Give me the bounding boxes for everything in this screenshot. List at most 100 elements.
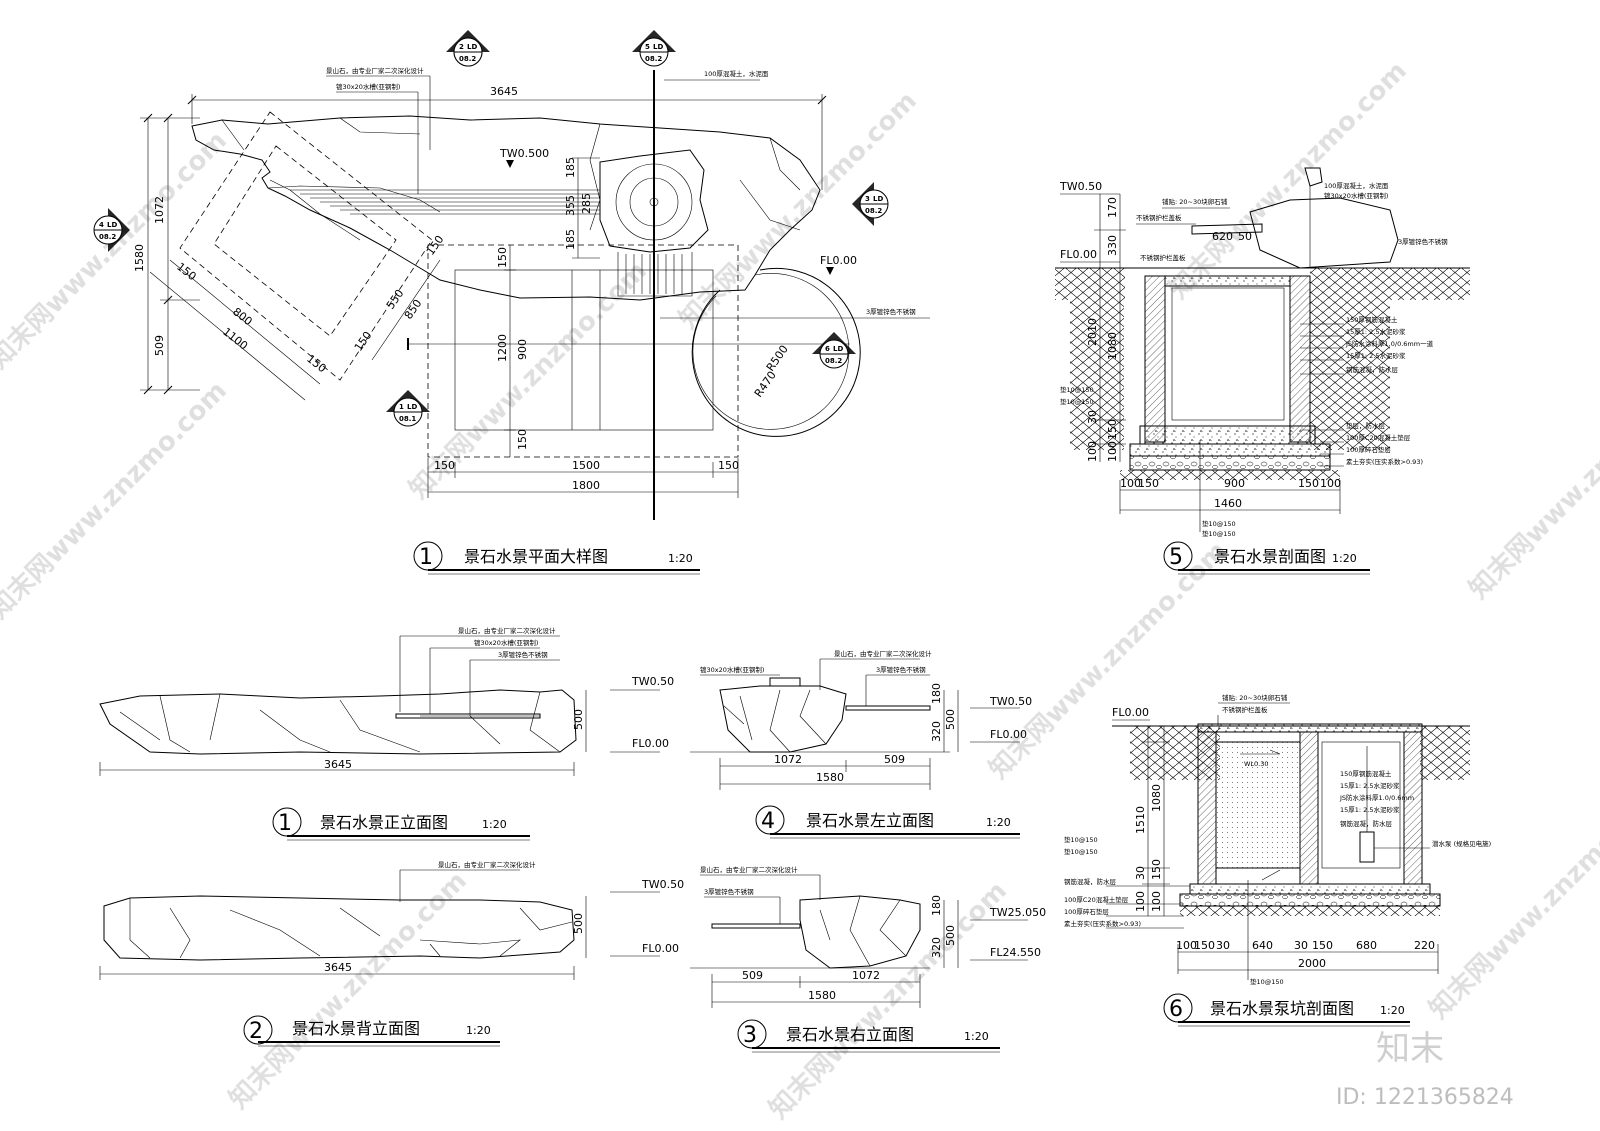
note-plan-plate: 3厚镀锌色不锈钢 — [866, 307, 916, 316]
title-number: 2 — [249, 1019, 263, 1044]
front-title-block: 1 景石水景正立面图 1:20 — [272, 807, 530, 841]
note-front-n2: 镀30x20水槽(亚钢制) — [474, 638, 538, 647]
section-6-view: WL0.30 FL0.00 1510 1080 30 150 100 100 1… — [1064, 693, 1491, 1027]
back-elevation: 3645 500 TW0.50 FL0.00 景山石，由专业厂家二次深化设计 2… — [99, 860, 684, 1047]
title-scale: 1:20 — [668, 552, 693, 565]
note-s6-n14: 素土夯实(压实系数>0.93) — [1064, 919, 1141, 928]
title-text: 景石水景剖面图 — [1214, 547, 1326, 566]
plan-view: 3645 1580 1072 509 800 1100 150 150 550 … — [93, 30, 930, 575]
dim-s6-h-total: 1510 — [1134, 806, 1147, 834]
dim-left-h-total: 500 — [944, 709, 957, 730]
level-right-top: TW25.050 — [989, 906, 1046, 919]
dim-left-w-a: 1072 — [774, 753, 802, 766]
title-text: 景石水景左立面图 — [806, 811, 934, 830]
title-number: 1 — [419, 545, 433, 570]
dim-left-w-b: 509 — [884, 753, 905, 766]
title-text: 景石水景泵坑剖面图 — [1210, 999, 1354, 1018]
dim-back-height: 500 — [572, 913, 585, 934]
dim-s6-w-1: 100 — [1176, 939, 1197, 952]
right-title-block: 3 景石水景右立面图 1:20 — [737, 1019, 1000, 1053]
dim-right-h-total: 500 — [944, 925, 957, 946]
title-number: 1 — [278, 811, 292, 836]
dim-pad-w-total: 1800 — [572, 479, 600, 492]
svg-text:6: 6 — [825, 345, 830, 353]
note-s6-n8: 潜水泵 (规格见电施) — [1432, 839, 1491, 848]
svg-text:1: 1 — [399, 403, 404, 411]
title-scale: 1:20 — [466, 1024, 491, 1037]
note-s5-n9: 15厚1: 2.5水泥砂浆 — [1346, 351, 1406, 360]
note-s5-n3: 3厚镀锌色不锈钢 — [1398, 237, 1448, 246]
back-title-block: 2 景石水景背立面图 1:20 — [243, 1015, 500, 1047]
note-plan-stone: 景山石，由专业厂家二次深化设计 — [326, 66, 424, 75]
dim-slab-w-inner: 550 — [384, 287, 407, 312]
level-front-floor: FL0.00 — [632, 737, 669, 750]
steel-plate-plan — [617, 252, 693, 297]
note-s5-n14: 素土夯实(压实系数>0.93) — [1346, 457, 1423, 466]
dim-s5-w-a: 620 — [1212, 230, 1233, 243]
svg-text:LD: LD — [107, 221, 117, 229]
title-number: 6 — [1169, 997, 1183, 1022]
water-channel-plan — [290, 189, 600, 215]
note-s5-n4: 铺贴: 20~30块卵石铺 — [1162, 197, 1228, 206]
dim-s5-h-total: 2010 — [1086, 318, 1099, 346]
note-s6-n13: 100厚碎石垫层 — [1064, 907, 1109, 916]
dim-s5-w-b: 50 — [1238, 230, 1252, 243]
dim-s5-h-a: 170 — [1106, 197, 1119, 218]
svg-text:LD: LD — [833, 345, 843, 353]
note-s5-n1: 100厚混凝土，水泥面 — [1324, 181, 1389, 190]
title-number: 3 — [743, 1023, 757, 1048]
title-scale: 1:20 — [986, 816, 1011, 829]
title-text: 景石水景正立面图 — [320, 813, 448, 832]
note-left-n3: 3厚镀锌色不锈钢 — [876, 665, 926, 674]
note-front-n3: 3厚镀锌色不锈钢 — [498, 650, 548, 659]
note-s5-n18: 垫10@150 — [1202, 529, 1236, 538]
svg-text:LD: LD — [653, 43, 663, 51]
dim-s6-w-8: 220 — [1414, 939, 1435, 952]
dim-left-w-total: 1580 — [816, 771, 844, 784]
plan-title-block: 1 景石水景平面大样图 1:20 — [413, 541, 700, 575]
note-left-n2: 景山石，由专业厂家二次深化设计 — [834, 649, 932, 658]
note-right-n2: 3厚镀锌色不锈钢 — [704, 887, 754, 896]
dim-pad-h-b: 150 — [516, 429, 529, 450]
dim-left-h-a: 180 — [930, 683, 943, 704]
watermark-text: 知末网www.znzmo.com — [764, 876, 1013, 1125]
svg-text:08.1: 08.1 — [399, 415, 416, 423]
note-s5-n7: 15厚1: 2.5水泥砂浆 — [1346, 327, 1406, 336]
svg-text:4: 4 — [99, 221, 104, 229]
note-s6-n10: 垫10@150 — [1064, 847, 1098, 856]
watermark-logo: 知末 — [1376, 1029, 1444, 1069]
dim-plan-left-upper: 1072 — [153, 196, 166, 224]
watermark-text: 知末网www.znzmo.com — [1424, 776, 1600, 1025]
title-text: 景石水景右立面图 — [786, 1025, 914, 1044]
watermark-text: 知末网www.znzmo.com — [0, 376, 233, 625]
title-text: 景石水景平面大样图 — [464, 547, 608, 566]
note-s5-n16: 垫10@150 — [1060, 397, 1094, 406]
dim-left-h-b: 320 — [930, 721, 943, 742]
dim-s6-h-a: 30 — [1134, 866, 1147, 880]
dim-pad-h-a: 150 — [496, 247, 509, 268]
title-scale: 1:20 — [1332, 552, 1357, 565]
svg-text:08.2: 08.2 — [825, 357, 842, 365]
note-s6-n7: 钢筋混凝，防水层 — [1340, 819, 1393, 828]
dim-front-height: 500 — [572, 709, 585, 730]
svg-text:LD: LD — [873, 195, 883, 203]
rock-outline-right — [799, 895, 921, 969]
note-right-n1: 景山石，由专业厂家二次深化设计 — [700, 865, 798, 874]
note-s5-n12: 100厚C20混凝土垫层 — [1346, 433, 1411, 442]
svg-text:LD: LD — [467, 43, 477, 51]
level-plan-floor: FL0.00 — [820, 254, 857, 267]
stone-slab-plan — [179, 111, 433, 381]
section-5-view: TW0.50 FL0.00 170 330 2010 1080 30 150 1… — [1055, 167, 1470, 575]
watermark-text: 知末网www.znzmo.com — [1464, 356, 1600, 605]
note-s5-n5: 不锈钢护栏盖板 — [1136, 213, 1182, 222]
note-s5-n2: 镀30x20水槽(亚钢制) — [1324, 191, 1388, 200]
dim-s6-h-d: 100 — [1150, 891, 1163, 912]
rock-outline-left — [719, 685, 847, 753]
dim-s6-w-3: 30 — [1216, 939, 1230, 952]
note-s6-n15: 垫10@150 — [1250, 977, 1284, 986]
dim-right-w-a: 509 — [742, 969, 763, 982]
title-scale: 1:20 — [1380, 1004, 1405, 1017]
